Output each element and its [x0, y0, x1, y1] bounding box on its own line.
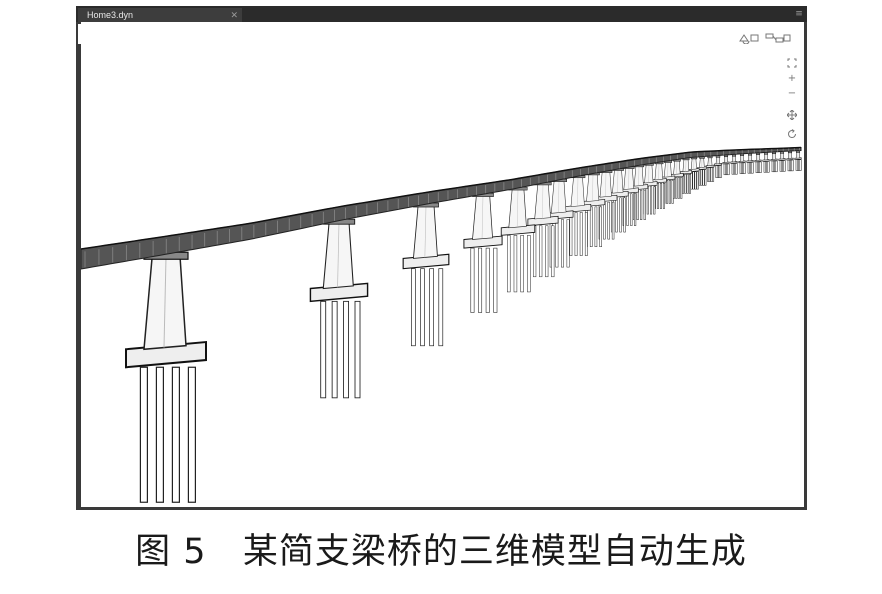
zoom-out-icon[interactable]: −	[787, 88, 797, 99]
bridge-scene	[81, 146, 802, 503]
close-icon[interactable]: ✕	[230, 10, 238, 20]
orbit-icon[interactable]	[787, 129, 797, 139]
3d-viewport[interactable]: + −	[81, 22, 804, 507]
figure-label: 图 5	[135, 532, 207, 572]
caption-text: 某简支梁桥的三维模型自动生成	[242, 532, 747, 572]
zoom-in-icon[interactable]: +	[787, 73, 797, 84]
tab-bar: Home3.dyn ✕ ≡	[76, 6, 807, 22]
tab-home3[interactable]: Home3.dyn ✕	[78, 8, 242, 22]
left-edge-marker	[78, 24, 81, 44]
dynamo-window: Home3.dyn ✕ ≡ + −	[76, 6, 807, 510]
figure-caption: 图 5 某简支梁桥的三维模型自动生成	[0, 523, 882, 574]
geometry-view-icon[interactable]	[738, 32, 760, 44]
pan-icon[interactable]	[787, 110, 797, 120]
tab-title: Home3.dyn	[87, 10, 134, 20]
graph-view-icon[interactable]	[765, 32, 791, 44]
zoom-fit-icon[interactable]	[787, 58, 797, 68]
menu-icon[interactable]: ≡	[795, 9, 803, 19]
